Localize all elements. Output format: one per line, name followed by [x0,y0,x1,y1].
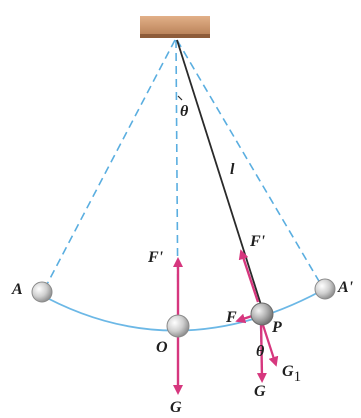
label-restoring-force: F [225,309,237,326]
label-gravity-component-main: G [282,363,294,380]
label-theta-bottom: θ [256,343,265,360]
gravity-arrow-p [256,319,267,383]
label-length: l [230,161,235,178]
tension-arrow-p [238,249,260,303]
ceiling-support-edge [140,34,210,38]
label-gravity-o: G [170,399,182,416]
pendulum-rope [176,39,263,309]
label-point-o: O [156,339,168,356]
label-gravity-component: G1 [282,363,301,385]
label-point-a-prime: A' [337,279,354,296]
label-point-p: P [271,319,282,336]
gravity-component-arrow-p [260,321,279,367]
label-tension-right: F' [249,233,266,250]
vertical-reference-line [175,39,179,319]
ball-a-prime [314,278,336,300]
ball-o [166,314,190,338]
label-tension-left: F' [147,249,164,266]
rope-to-a-prime-dashed [176,39,324,289]
rope-to-a-dashed [43,39,176,291]
label-gravity-component-sub: 1 [294,369,302,385]
theta-angle-mark [177,95,183,101]
label-point-a: A [11,281,23,298]
label-gravity-p: G [254,383,266,400]
ball-a [31,281,53,303]
ball-p [250,302,274,326]
ceiling-support [140,16,210,38]
label-theta-top: θ [180,103,189,120]
